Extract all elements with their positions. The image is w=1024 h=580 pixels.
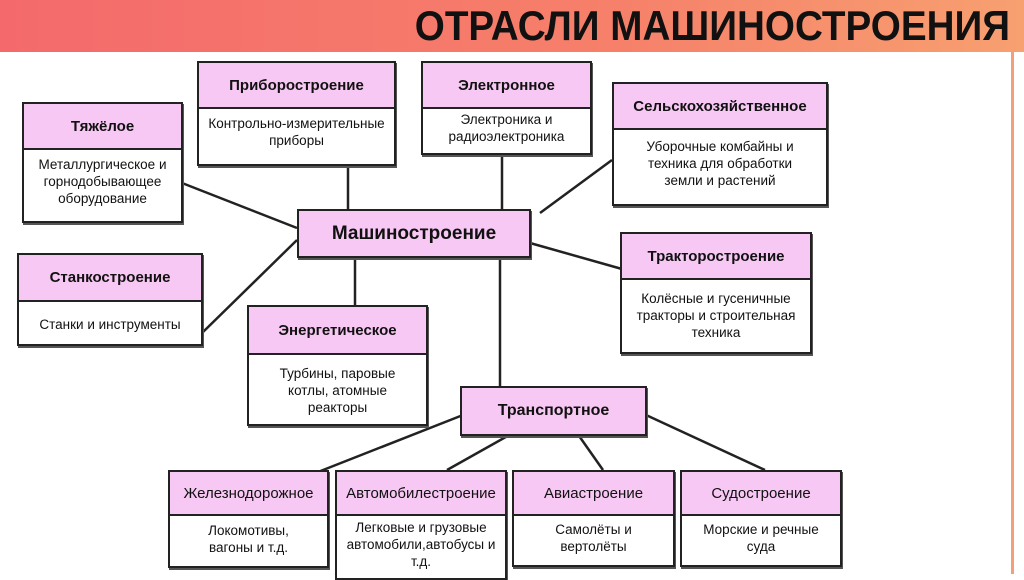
box-aviation: Авиастроение Самолёты и вертолёты (512, 470, 675, 567)
right-border (1011, 52, 1014, 574)
line-heavy (181, 181, 298, 230)
line-agricultural (539, 158, 613, 215)
branch-name: Железнодорожное (170, 472, 327, 516)
branch-name: Энергетическое (249, 307, 426, 355)
line-ship (645, 413, 766, 472)
line-tractor (529, 241, 623, 271)
box-rail: Железнодорожное Локомотивы, вагоны и т.д… (168, 470, 329, 568)
branch-name: Станкостроение (19, 255, 201, 302)
box-heavy: Тяжёлое Металлургическое и горнодобывающ… (22, 102, 183, 223)
page-title: ОТРАСЛИ МАШИНОСТРОЕНИЯ (414, 2, 1010, 49)
branch-desc: Локомотивы, вагоны и т.д. (208, 523, 289, 555)
branch-desc: Самолёты и вертолёты (555, 522, 632, 554)
center-name: Машиностроение (299, 211, 529, 256)
branch-name: Электронное (423, 63, 590, 109)
transport-name: Транспортное (462, 388, 645, 434)
line-rail (317, 413, 464, 474)
branch-desc: Контрольно-измерительные приборы (208, 116, 385, 148)
branch-name: Сельскохозяйственное (614, 84, 826, 130)
branch-desc: Легковые и грузовые автомобили,автобусы … (346, 520, 496, 569)
box-transport: Транспортное (460, 386, 647, 436)
branch-desc: Станки и инструменты (39, 317, 181, 332)
line-machine-tool (201, 239, 298, 334)
branch-name: Судостроение (682, 472, 840, 516)
branch-name: Авиастроение (514, 472, 673, 516)
box-auto: Автомобилестроение Легковые и грузовые а… (335, 470, 507, 580)
box-agricultural: Сельскохозяйственное Уборочные комбайны … (612, 82, 828, 206)
branch-name: Приборостроение (199, 63, 394, 109)
branch-name: Тракторостроение (622, 234, 810, 280)
branch-desc: Металлургическое и горнодобывающее обору… (38, 157, 167, 206)
line-auto (446, 431, 514, 472)
branch-desc: Уборочные комбайны и техника для обработ… (646, 139, 794, 188)
box-instrument: Приборостроение Контрольно-измерительные… (197, 61, 396, 166)
box-tractor: Тракторостроение Колёсные и гусеничные т… (620, 232, 812, 354)
box-electronic: Электронное Электроника и радиоэлектрони… (421, 61, 592, 155)
line-aviation (575, 432, 605, 471)
box-center: Машиностроение (297, 209, 531, 258)
branch-desc: Колёсные и гусеничные тракторы и строите… (636, 291, 796, 340)
box-ship: Судостроение Морские и речные суда (680, 470, 842, 567)
box-energy: Энергетическое Турбины, паровые котлы, а… (247, 305, 428, 426)
branch-name: Автомобилестроение (337, 472, 505, 516)
branch-name: Тяжёлое (24, 104, 181, 150)
title-banner: ОТРАСЛИ МАШИНОСТРОЕНИЯ (0, 0, 1024, 52)
branch-desc: Электроника и радиоэлектроника (448, 112, 565, 144)
box-machine-tool: Станкостроение Станки и инструменты (17, 253, 203, 346)
branch-desc: Турбины, паровые котлы, атомные реакторы (279, 366, 396, 415)
branch-desc: Морские и речные суда (703, 522, 819, 554)
